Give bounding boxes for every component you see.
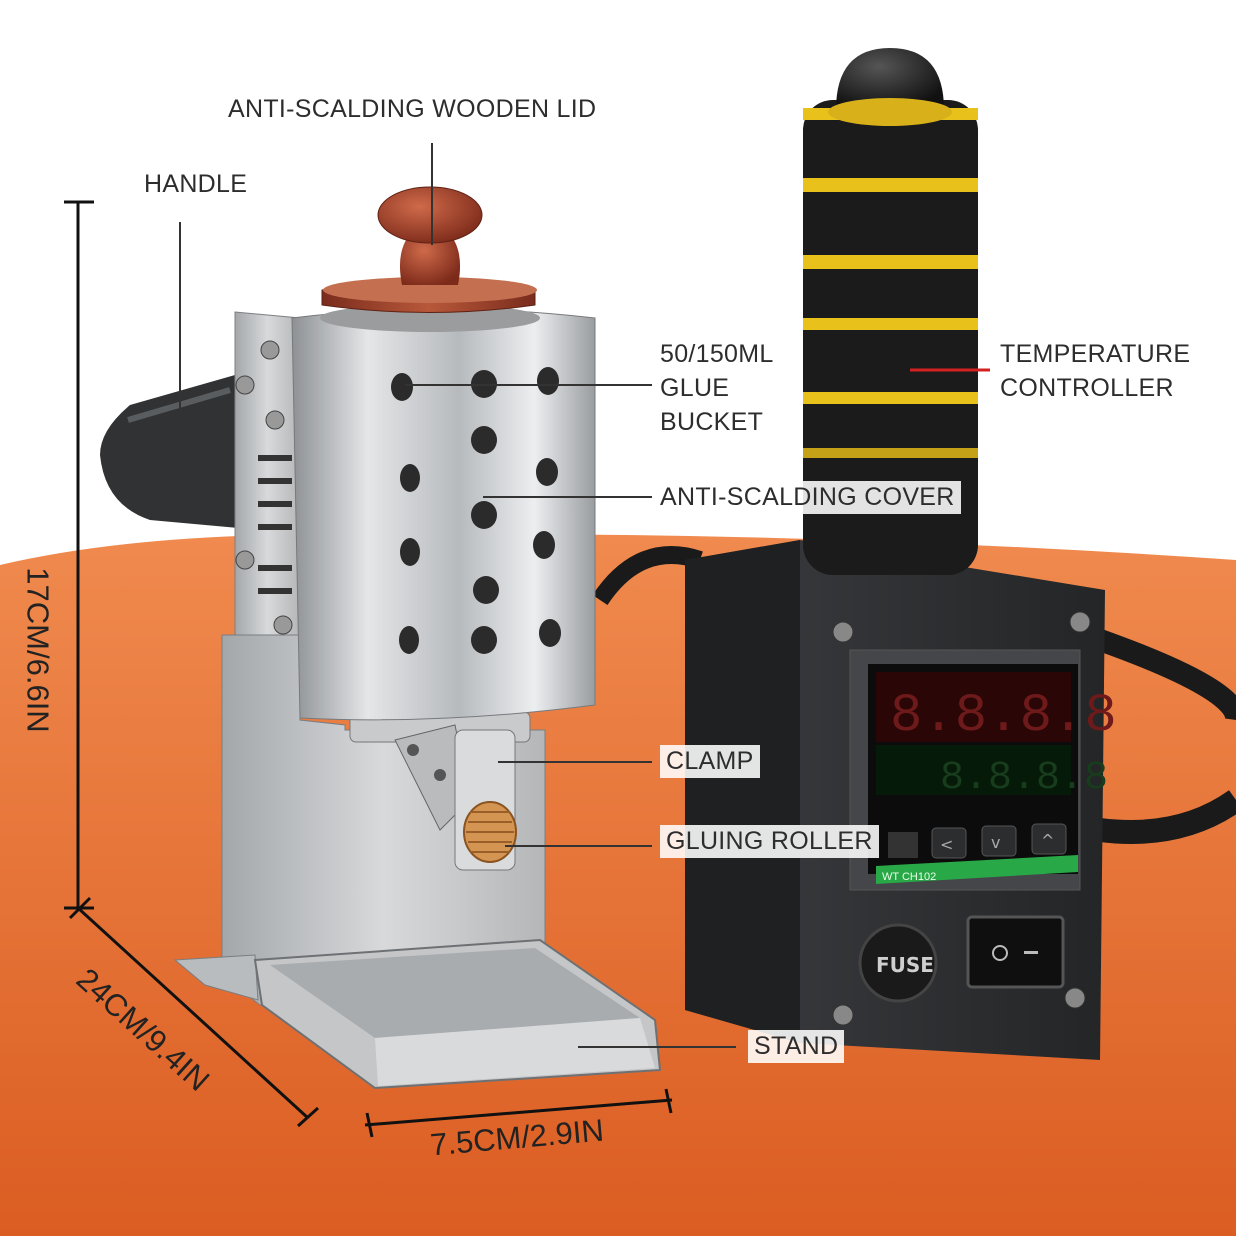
model-strip: WT CH102 — [882, 871, 936, 883]
button-down[interactable] — [981, 825, 1017, 857]
label-temperature-2: CONTROLLER — [1000, 374, 1174, 402]
label-temperature-1: TEMPERATURE — [1000, 340, 1191, 368]
label-anti-scalding-cover: ANTI-SCALDING COVER — [654, 481, 961, 514]
label-glue-bucket-2: GLUE — [660, 374, 730, 402]
label-clamp: CLAMP — [660, 745, 760, 778]
power-cord — [1096, 629, 1236, 721]
label-wooden-lid: ANTI-SCALDING WOODEN LID — [228, 95, 597, 123]
button-up[interactable] — [1031, 823, 1067, 855]
label-handle: HANDLE — [144, 170, 248, 198]
power-switch[interactable] — [966, 915, 1065, 989]
foam-grip — [803, 48, 978, 575]
display-bottom: 8.8.8.8 — [940, 756, 1108, 801]
button-set[interactable] — [888, 832, 918, 858]
stand-bracket — [173, 634, 662, 1090]
controller-box: 8.8.8.8 8.8.8.8 < v ^ WT CH102 FUSE — [685, 540, 1117, 1060]
label-stand: STAND — [748, 1030, 845, 1063]
svg-text:<: < — [940, 835, 953, 854]
side-handle — [100, 375, 260, 530]
label-glue-bucket-1: 50/150ML — [660, 340, 774, 368]
side-plate — [234, 311, 301, 721]
fuse-label: FUSE — [876, 953, 934, 977]
label-glue-bucket-3: BUCKET — [660, 408, 764, 436]
button-left[interactable] — [931, 827, 967, 859]
dimension-height: 17CM/6.6IN — [20, 567, 56, 733]
wooden-lid — [320, 186, 540, 332]
label-gluing-roller: GLUING ROLLER — [660, 825, 879, 858]
perforated-cover — [291, 308, 596, 721]
svg-text:^: ^ — [1041, 831, 1054, 850]
svg-text:v: v — [991, 833, 1000, 852]
fuse-holder[interactable] — [858, 923, 938, 1003]
display-top: 8.8.8.8 — [890, 686, 1117, 747]
